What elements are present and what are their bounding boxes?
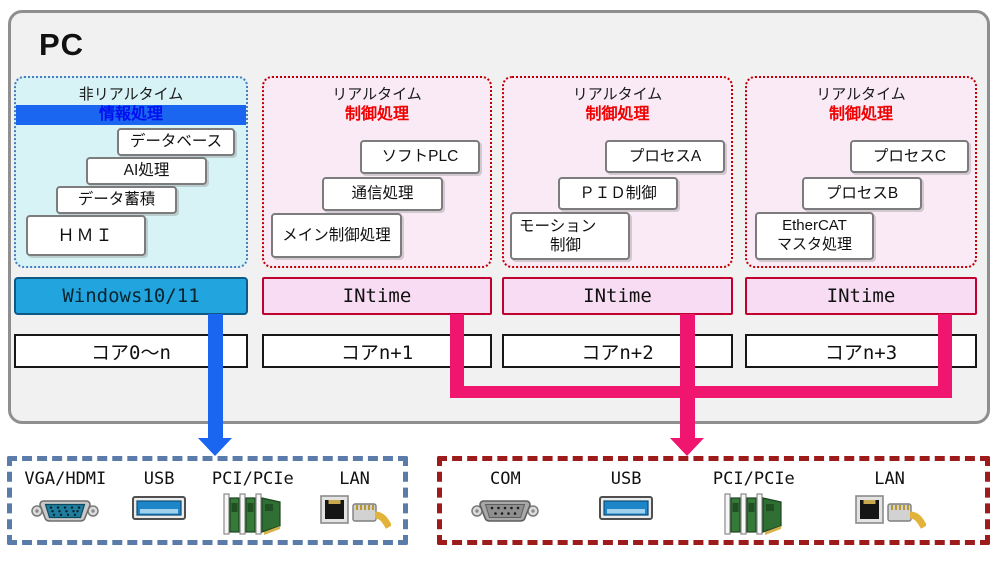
port-label: VGA/HDMI — [24, 469, 107, 489]
port-label: LAN — [874, 469, 905, 489]
port-com: COM — [471, 469, 540, 528]
port-label: LAN — [339, 469, 370, 489]
task-card-ai: AI処理 — [86, 157, 207, 185]
task-card-pid: ＰＩＤ制御 — [558, 177, 678, 210]
task-card-ethercat: EtherCAT マスタ処理 — [755, 212, 874, 260]
os-bar-intime-2: INtime — [502, 277, 733, 315]
task-card-softplc: ソフトPLC — [360, 140, 480, 174]
column-realtime-1: リアルタイム 制御処理 ソフトPLC 通信処理 メイン制御処理 INtime コ… — [262, 76, 492, 368]
column-realtime-2: リアルタイム 制御処理 プロセスA ＰＩＤ制御 モーション 制御 INtime … — [502, 76, 733, 368]
port-label: USB — [610, 469, 642, 489]
port-pci-windows: PCI/PCIe — [212, 470, 294, 538]
intime3-connector-line — [938, 314, 952, 398]
task-card-motion: モーション 制御 — [510, 212, 630, 260]
task-card-process-c: プロセスC — [850, 140, 969, 173]
intime-io-box: COM USB PCI/PCIe — [437, 456, 990, 545]
column-non-realtime: 非リアルタイム 情報処理 データベース AI処理 データ蓄積 ＨＭＩ Windo… — [14, 76, 248, 368]
usb-icon — [132, 495, 187, 520]
intime2-connector-line — [680, 314, 695, 438]
port-label: PCI/PCIe — [211, 469, 294, 489]
task-card-hmi: ＨＭＩ — [26, 215, 146, 256]
port-usb-intime: USB — [598, 470, 654, 524]
pci-icon — [223, 493, 281, 535]
core-bar-n2: コアn+2 — [502, 334, 733, 368]
zone-title-line1: 非リアルタイム — [78, 86, 184, 103]
vga-icon — [31, 499, 100, 522]
task-card-process-a: プロセスA — [605, 140, 725, 173]
zone-title: リアルタイム 制御処理 — [264, 85, 490, 125]
zone-title-line1: リアルタイム — [572, 86, 663, 103]
windows-io-box: VGA/HDMI USB — [7, 456, 408, 545]
zone-title-line2: 制御処理 — [344, 105, 409, 123]
windows-io-arrowhead — [198, 438, 232, 456]
zone-title-line2: 情報処理 — [16, 104, 246, 126]
pci-icon — [724, 493, 782, 535]
port-usb-windows: USB — [131, 470, 187, 524]
windows-io-connector-line — [208, 314, 223, 438]
os-bar-windows: Windows10/11 — [14, 277, 248, 315]
zone-title-line1: リアルタイム — [332, 86, 422, 103]
port-label: COM — [490, 469, 521, 489]
intime1-connector-line — [450, 314, 464, 398]
task-card-process-b: プロセスB — [802, 177, 922, 210]
os-bar-intime-1: INtime — [262, 277, 492, 315]
pc-title: PC — [39, 27, 85, 62]
usb-icon — [599, 495, 654, 520]
task-card-comm: 通信処理 — [322, 177, 443, 211]
com-icon — [471, 499, 540, 522]
lan-icon — [854, 494, 926, 529]
port-label: USB — [143, 469, 175, 489]
task-card-mainctrl: メイン制御処理 — [271, 213, 402, 258]
zone-title: リアルタイム 制御処理 — [747, 85, 975, 125]
column-realtime-3: リアルタイム 制御処理 プロセスC プロセスB EtherCAT マスタ処理 I… — [745, 76, 977, 368]
port-pci-intime: PCI/PCIe — [713, 470, 795, 538]
port-vga-hdmi: VGA/HDMI — [24, 470, 106, 528]
lan-icon — [319, 494, 391, 529]
task-card-database: データベース — [117, 128, 235, 156]
zone-title-line1: リアルタイム — [816, 86, 906, 103]
zone-title: 非リアルタイム 情報処理 — [16, 85, 246, 126]
os-bar-intime-3: INtime — [745, 277, 977, 315]
port-lan-windows: LAN — [319, 470, 391, 532]
task-card-datastore: データ蓄積 — [56, 186, 177, 214]
port-lan-intime: LAN — [854, 470, 926, 532]
zone-title: リアルタイム 制御処理 — [504, 85, 731, 125]
zone-title-line2: 制御処理 — [828, 105, 893, 123]
zone-title-line2: 制御処理 — [585, 105, 650, 123]
intime-bus-line — [450, 386, 952, 398]
intime-io-arrowhead — [670, 438, 704, 456]
port-label: PCI/PCIe — [712, 469, 795, 489]
